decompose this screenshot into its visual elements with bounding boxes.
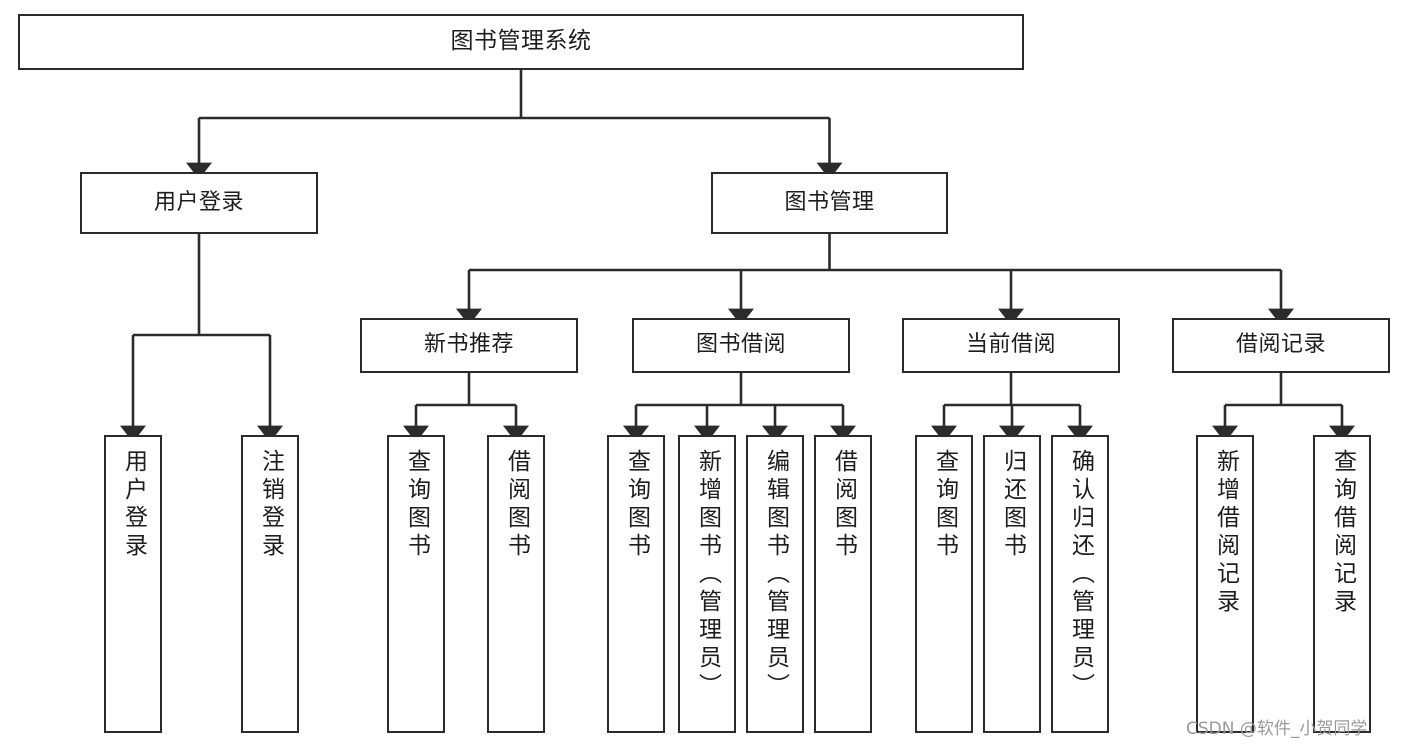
node-label-leaf-return-book: 归还图书 [999, 449, 1026, 561]
node-user-login[interactable]: 用户登录 [80, 172, 318, 234]
node-label-leaf-query-book-1: 查询图书 [403, 449, 430, 561]
node-label-leaf-query-book-2: 查询图书 [623, 449, 650, 561]
node-label-leaf-query-book-3: 查询图书 [931, 449, 958, 561]
node-label-book-manage: 图书管理 [784, 189, 875, 215]
node-label-user-login: 用户登录 [153, 189, 244, 215]
node-leaf-borrow-book-2[interactable]: 借阅图书 [814, 435, 872, 733]
node-root[interactable]: 图书管理系统 [18, 14, 1024, 70]
node-current-borrow[interactable]: 当前借阅 [902, 318, 1120, 373]
node-leaf-query-book-3[interactable]: 查询图书 [915, 435, 973, 733]
node-leaf-logout[interactable]: 注销登录 [241, 435, 299, 733]
node-leaf-confirm-return[interactable]: 确认归还（管理员） [1051, 435, 1109, 733]
node-leaf-return-book[interactable]: 归还图书 [983, 435, 1041, 733]
node-leaf-add-record[interactable]: 新增借阅记录 [1196, 435, 1254, 733]
node-label-new-book-rec: 新书推荐 [423, 332, 514, 358]
node-label-book-borrow: 图书借阅 [695, 332, 786, 358]
node-label-leaf-borrow-book-2: 借阅图书 [830, 449, 857, 561]
node-new-book-rec[interactable]: 新书推荐 [360, 318, 578, 373]
node-borrow-record[interactable]: 借阅记录 [1172, 318, 1390, 373]
node-label-leaf-logout: 注销登录 [257, 449, 284, 561]
node-label-root: 图书管理系统 [450, 28, 592, 55]
node-leaf-query-record[interactable]: 查询借阅记录 [1313, 435, 1371, 733]
node-label-borrow-record: 借阅记录 [1235, 332, 1326, 358]
node-label-leaf-borrow-book-1: 借阅图书 [503, 449, 530, 561]
node-book-borrow[interactable]: 图书借阅 [632, 318, 850, 373]
node-label-leaf-confirm-return: 确认归还（管理员） [1067, 449, 1094, 701]
node-leaf-borrow-book-1[interactable]: 借阅图书 [487, 435, 545, 733]
node-leaf-query-book-2[interactable]: 查询图书 [607, 435, 665, 733]
node-label-leaf-query-record: 查询借阅记录 [1329, 449, 1356, 617]
node-label-leaf-edit-book: 编辑图书（管理员） [762, 449, 789, 701]
node-leaf-add-book[interactable]: 新增图书（管理员） [678, 435, 736, 733]
node-label-leaf-user-login: 用户登录 [120, 449, 147, 561]
node-leaf-user-login[interactable]: 用户登录 [104, 435, 162, 733]
node-leaf-query-book-1[interactable]: 查询图书 [387, 435, 445, 733]
node-label-current-borrow: 当前借阅 [965, 332, 1056, 358]
node-label-leaf-add-record: 新增借阅记录 [1212, 449, 1239, 617]
watermark-text: CSDN @软件_小贺同学 [1186, 719, 1368, 739]
node-leaf-edit-book[interactable]: 编辑图书（管理员） [746, 435, 804, 733]
node-book-manage[interactable]: 图书管理 [711, 172, 948, 234]
node-label-leaf-add-book: 新增图书（管理员） [694, 449, 721, 701]
